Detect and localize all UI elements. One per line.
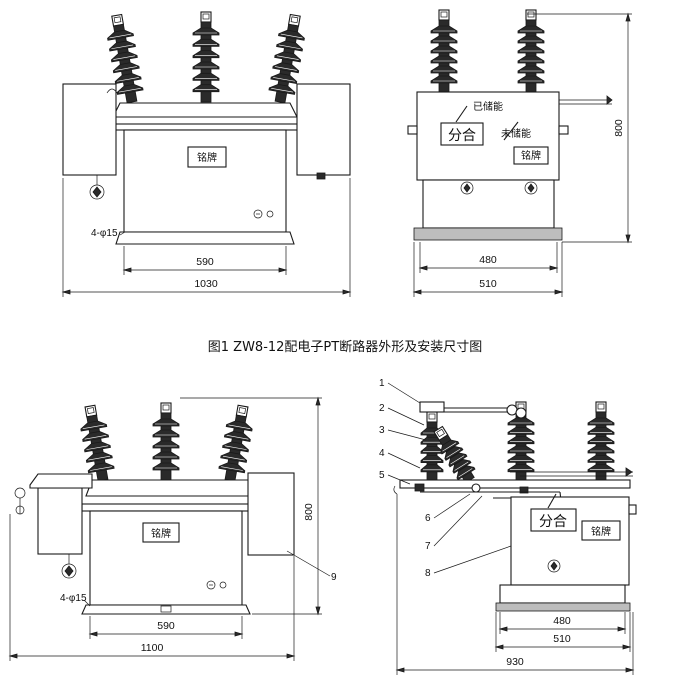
- insulator: [430, 9, 458, 93]
- insulator: [507, 401, 535, 481]
- unstored-label: 未储能: [501, 127, 531, 140]
- insulator: [587, 401, 615, 481]
- callout-leader-8: [433, 545, 512, 574]
- callout-leader-2: [387, 407, 425, 426]
- callout-leader-6: [433, 493, 471, 519]
- callout-1: 1: [379, 378, 385, 389]
- callout-8: 8: [425, 568, 431, 579]
- hole-label: 4-φ15: [91, 228, 118, 239]
- dim-480: 480: [553, 615, 571, 627]
- insulator-group: [80, 402, 253, 482]
- open-close-indicator: 分合: [448, 128, 476, 144]
- callout-leader-7: [433, 495, 483, 547]
- insulator: [80, 404, 115, 482]
- callout-2: 2: [379, 403, 385, 414]
- dim-800: 800: [303, 503, 315, 521]
- nameplate-label: 铭牌: [151, 527, 171, 540]
- dim-800: 800: [613, 119, 625, 137]
- insulator: [433, 425, 476, 484]
- insulator-group: [430, 9, 545, 93]
- nameplate-label: 铭牌: [197, 151, 217, 164]
- callout-6: 6: [425, 513, 431, 524]
- callout-9: 9: [331, 572, 337, 583]
- insulator: [218, 404, 253, 482]
- insulator: [152, 402, 180, 481]
- open-close-indicator: 分合: [539, 514, 567, 530]
- callout-5: 5: [379, 470, 385, 481]
- nameplate-label: 铭牌: [521, 149, 541, 162]
- callout-leader-4: [387, 452, 421, 469]
- dim-930: 930: [506, 656, 524, 668]
- dim-510: 510: [479, 278, 497, 290]
- insulator: [107, 13, 144, 104]
- callout-7: 7: [425, 541, 431, 552]
- fig1-front-view: 铭牌 4-φ15 590 1030: [61, 11, 352, 297]
- dim-510: 510: [553, 633, 571, 645]
- insulator-group: [107, 11, 305, 104]
- dim-1100: 1100: [141, 642, 164, 654]
- callout-4: 4: [379, 448, 385, 459]
- dim-1030: 1030: [194, 278, 218, 290]
- insulator: [517, 9, 545, 93]
- callout-leader-1: [387, 382, 421, 404]
- insulator: [192, 11, 220, 103]
- callout-3: 3: [379, 425, 385, 436]
- fig1-side-view: 分合 已储能 未储能 铭牌 800 480 510: [407, 9, 632, 297]
- insulator-group: [420, 401, 615, 484]
- figure-caption: 图1 ZW8-12配电子PT断路器外形及安装尺寸图: [208, 339, 482, 355]
- insulator: [268, 13, 305, 104]
- insulator: [420, 411, 444, 481]
- stored-label: 已储能: [473, 100, 503, 113]
- fig2-front-view: 铭牌 4-φ15 9 800 590 1100: [8, 396, 337, 661]
- callout-leader-5: [387, 474, 411, 485]
- nameplate-label: 铭牌: [591, 525, 611, 538]
- dim-590: 590: [157, 620, 175, 632]
- dim-590: 590: [196, 256, 214, 268]
- fig2-side-view: 分合 铭牌 1 2 3 4 5 6 7 8 480 510 930: [379, 378, 637, 675]
- callout-group: 1 2 3 4 5 6 7 8: [379, 378, 512, 579]
- dim-480: 480: [479, 254, 497, 266]
- callout-leader-3: [387, 429, 427, 441]
- hole-label: 4-φ15: [60, 593, 87, 604]
